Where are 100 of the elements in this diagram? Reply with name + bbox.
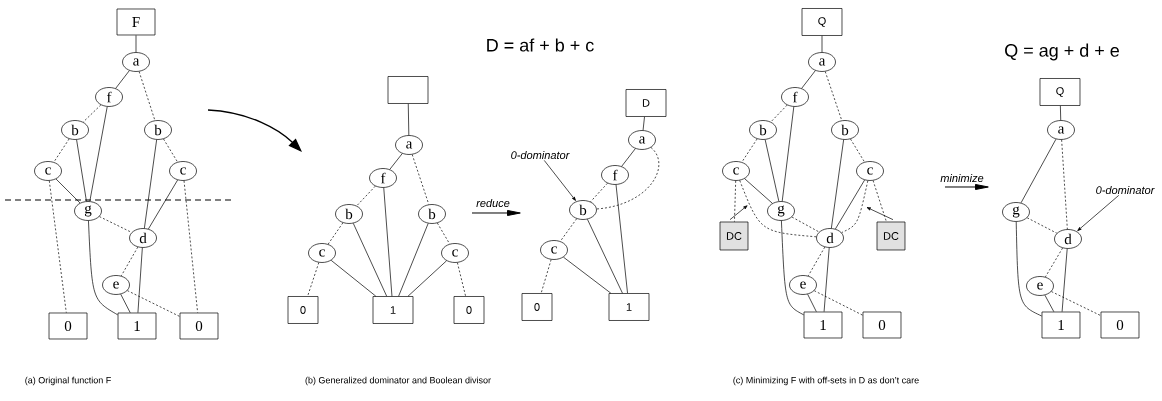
leader-line (866, 207, 894, 220)
terminal-box: 1 (117, 312, 157, 340)
dashed-edge (327, 222, 344, 245)
terminal-box: 0 (862, 311, 902, 339)
function-box (387, 76, 429, 104)
edge (76, 139, 87, 202)
terminal-box: 0 (1100, 311, 1140, 339)
dashed-edge (596, 147, 660, 210)
dashed-edge (120, 246, 139, 277)
dashed-edge (307, 262, 320, 297)
edge (120, 293, 131, 313)
edge (835, 179, 865, 230)
edge (89, 106, 108, 202)
dashed-edge (841, 180, 869, 233)
function-box: 1 (608, 293, 650, 321)
edge (88, 220, 118, 316)
dashed-edge (1026, 217, 1058, 234)
dashed-edge (53, 138, 70, 163)
dashed-edge (99, 216, 132, 233)
dashed-edge (138, 71, 156, 121)
edge (398, 223, 429, 297)
dont-care-box: DC (876, 221, 906, 251)
annotation-text: 0-dominator (1096, 185, 1155, 195)
dashed-edge (1051, 291, 1101, 316)
dont-care-box: DC (719, 221, 749, 251)
formula-heading: Q = ag + d + e (1005, 43, 1119, 61)
terminal-box: 1 (1041, 311, 1081, 339)
terminal-box: 0 (48, 312, 88, 340)
dashed-edge (127, 290, 180, 317)
dashed-edge (183, 180, 198, 313)
dashed-edge (741, 138, 758, 163)
edge (115, 70, 130, 89)
dashed-edge (437, 222, 450, 245)
edge (563, 256, 612, 294)
caption: (b) Generalized dominator and Boolean divisor (305, 376, 491, 386)
edge (781, 106, 795, 202)
dashed-edge (411, 154, 430, 205)
edge (55, 178, 81, 204)
dashed-edge (356, 185, 376, 207)
dashed-edge (734, 180, 737, 222)
annotation-text: 0-dominator (511, 150, 570, 160)
leader-line (1077, 195, 1120, 232)
function-box: 1 (372, 296, 414, 324)
dashed-edge (163, 138, 178, 163)
edge (615, 184, 628, 294)
edge (1060, 105, 1062, 121)
edge (831, 139, 844, 229)
edge (781, 220, 804, 316)
function-box: D (625, 89, 667, 117)
edge (148, 179, 178, 230)
caption: (c) Minimizing F with off-sets in D as don’t care (733, 376, 919, 386)
edge (801, 70, 816, 89)
terminal-box: 0 (287, 296, 319, 324)
dashed-edge (82, 104, 102, 123)
dashed-edge (457, 262, 466, 297)
dashed-edge (590, 182, 608, 203)
dashed-edge (1061, 139, 1068, 230)
edge (1044, 294, 1055, 312)
edge (587, 219, 623, 294)
edge (144, 139, 157, 229)
arrow-label: minimize (940, 173, 984, 183)
caption: (a) Original function F (25, 376, 111, 386)
leader-line (543, 160, 576, 201)
terminal-box: 1 (803, 311, 843, 339)
edge (807, 293, 817, 312)
edge (1015, 221, 1042, 317)
formula-heading: D = af + b + c (487, 38, 594, 52)
edge (330, 260, 377, 297)
leader-line (729, 205, 748, 220)
edge (1020, 138, 1057, 204)
dashed-edge (770, 104, 788, 123)
edge (407, 103, 410, 136)
dashed-edge (824, 71, 843, 121)
edge (389, 153, 403, 170)
terminal-box: 0 (453, 296, 485, 324)
terminal-box: 0 (179, 312, 219, 340)
terminal-box: F (116, 8, 156, 36)
dashed-edge (850, 138, 865, 163)
edge (823, 247, 830, 312)
dashed-edge (739, 180, 817, 238)
edge (407, 260, 447, 297)
dashed-edge (872, 180, 887, 222)
edge (383, 187, 393, 297)
arrow-label: reduce (476, 198, 510, 208)
edge (621, 148, 636, 167)
dashed-edge (1045, 247, 1063, 278)
edge (137, 247, 143, 313)
dashed-edge (560, 218, 577, 242)
edge (352, 223, 388, 297)
dashed-edge (813, 290, 863, 316)
edge (642, 116, 645, 131)
edge (1061, 248, 1068, 312)
edge (744, 178, 773, 204)
dashed-edge (540, 259, 552, 294)
dashed-edge (791, 216, 820, 233)
edge (135, 35, 137, 53)
dashed-edge (48, 180, 67, 313)
dashed-edge (807, 246, 826, 277)
terminal-box: 0 (521, 293, 553, 321)
function-box: Q (1039, 78, 1081, 106)
